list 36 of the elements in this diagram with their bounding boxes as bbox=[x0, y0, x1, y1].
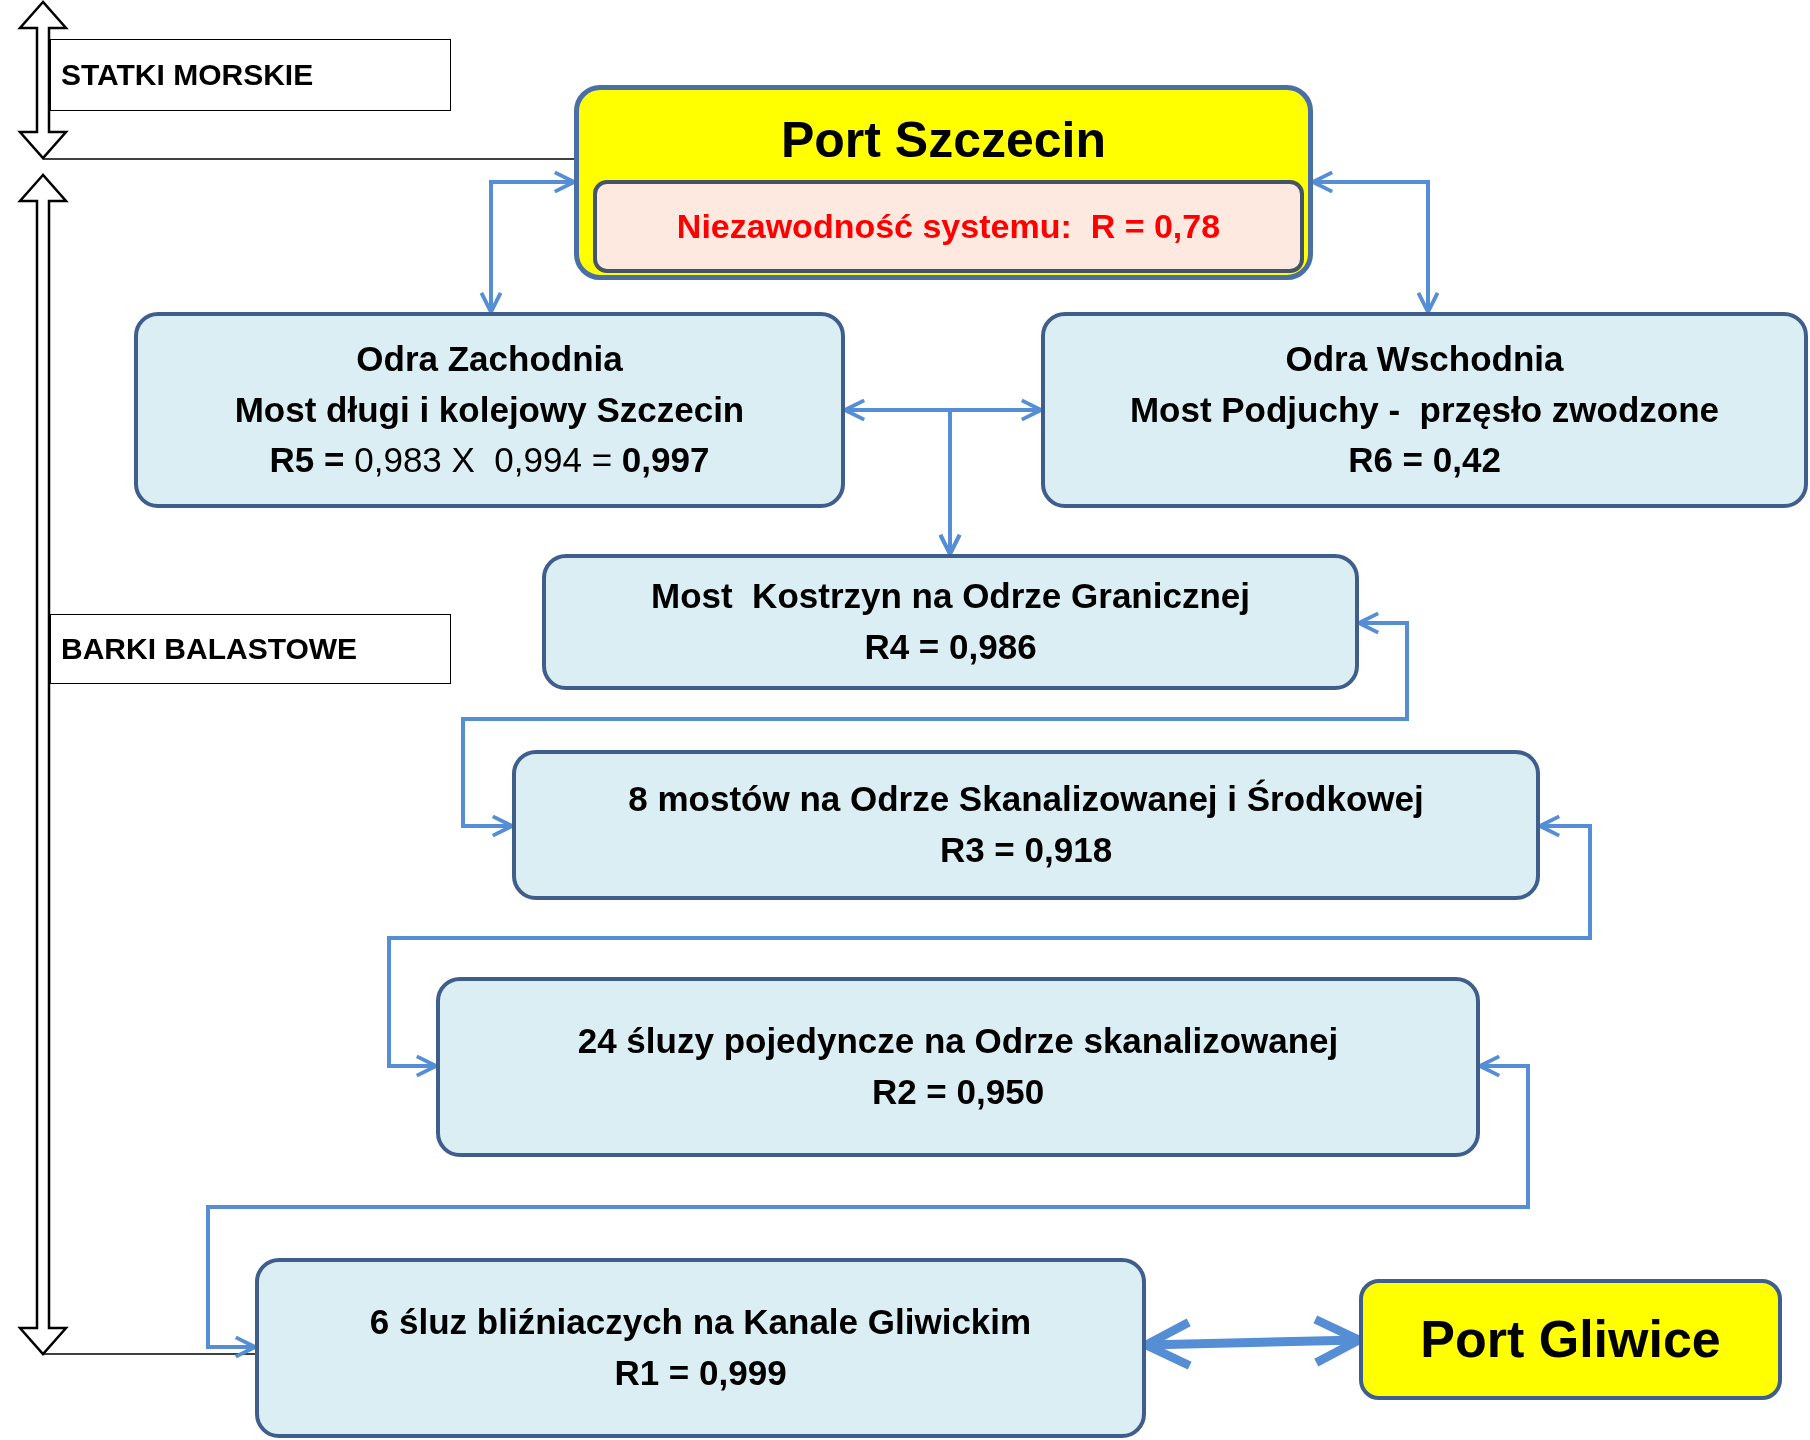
process-box bbox=[134, 312, 845, 508]
title-text: Port Szczecin bbox=[780, 111, 1107, 170]
process-box bbox=[1041, 312, 1808, 508]
node-text: R5 = 0,983 X 0,994 = 0,997 bbox=[269, 439, 710, 482]
connector-arrow bbox=[843, 398, 1043, 422]
connector-arrow bbox=[387, 814, 1592, 1078]
reliability-box bbox=[593, 180, 1304, 273]
port-box bbox=[1359, 1279, 1782, 1400]
port-box bbox=[574, 85, 1313, 280]
node-text: R1 = 0,999 bbox=[614, 1352, 787, 1394]
node-text: R2 = 0,950 bbox=[871, 1071, 1045, 1113]
node-text: Most Podjuchy - przęsło zwodzone bbox=[1129, 388, 1720, 431]
node-text: Most Kostrzyn na Odrze Granicznej bbox=[651, 575, 1250, 618]
node-text: 24 śluzy pojedyncze na Odrze skanalizowanej bbox=[577, 1020, 1339, 1063]
process-box bbox=[542, 554, 1359, 690]
node-text: STATKI MORSKIE bbox=[61, 57, 314, 94]
connector-arrow bbox=[1311, 170, 1440, 314]
process-box bbox=[512, 750, 1540, 900]
connector-arrow bbox=[479, 170, 576, 314]
node-text: R4 = 0,986 bbox=[864, 626, 1037, 668]
node-text: Port Gliwice bbox=[1420, 1308, 1721, 1370]
process-box bbox=[436, 977, 1480, 1157]
node-text: R3 = 0,918 bbox=[939, 829, 1113, 871]
node-text: 6 śluz bliźniaczych na Kanale Gliwickim bbox=[369, 1301, 1032, 1344]
label-box bbox=[50, 39, 451, 111]
node-text: Odra Zachodnia bbox=[356, 337, 623, 380]
node-text: Most długi i kolejowy Szczecin bbox=[234, 388, 745, 431]
node-text: Niezawodność systemu: R = 0,78 bbox=[676, 205, 1221, 247]
label-box bbox=[50, 614, 451, 684]
node-text: 8 mostów na Odrze Skanalizowanej i Środkowej bbox=[628, 778, 1424, 821]
node-text: Odra Wschodnia bbox=[1285, 337, 1564, 380]
node-text: BARKI BALASTOWE bbox=[61, 631, 358, 668]
connector-arrow bbox=[206, 1054, 1530, 1359]
node-text: R6 = 0,42 bbox=[1348, 439, 1501, 482]
connector-arrow bbox=[461, 611, 1409, 838]
process-box bbox=[255, 1258, 1146, 1438]
